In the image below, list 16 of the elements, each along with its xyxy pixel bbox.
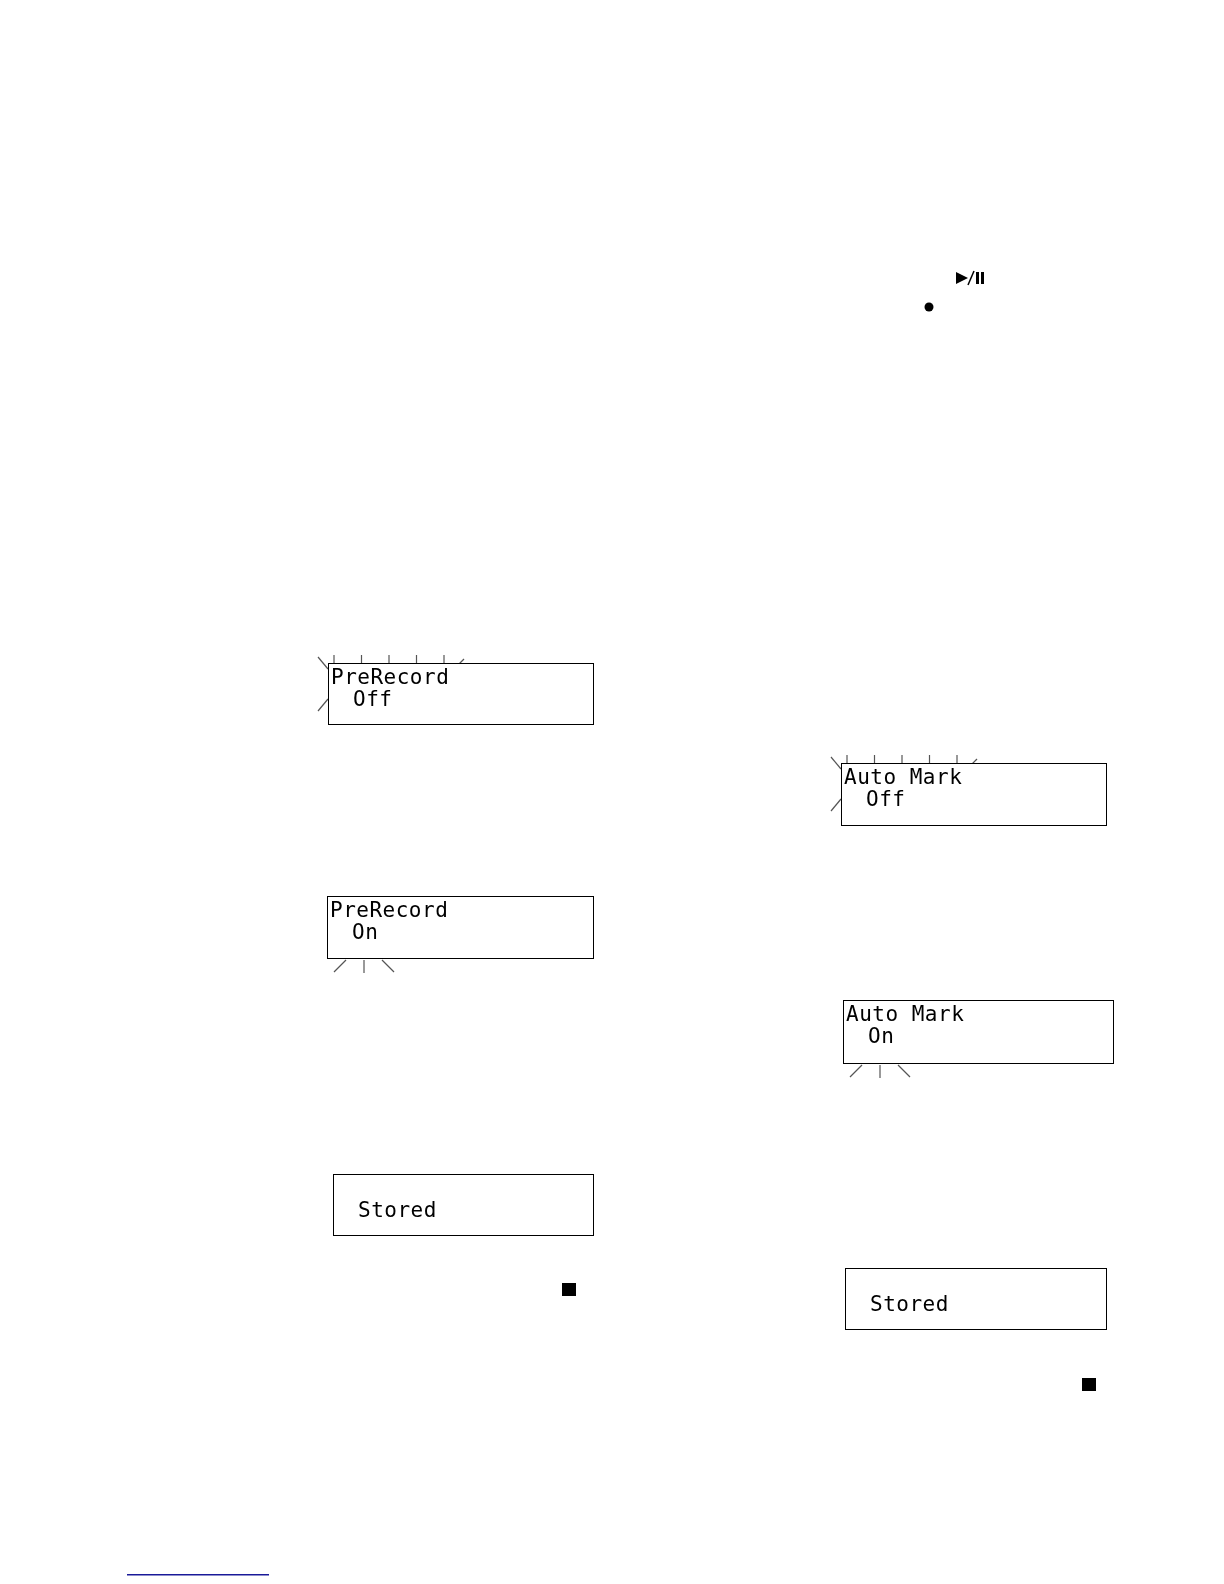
lcd-display — [841, 763, 1107, 826]
display-text: PreRecord — [331, 666, 450, 688]
display-text: PreRecord — [330, 899, 449, 921]
lcd-display — [845, 1268, 1107, 1330]
display-text: Stored — [358, 1199, 437, 1221]
display-text: Off — [353, 688, 393, 710]
display-text: On — [352, 921, 379, 943]
display-text: Stored — [870, 1293, 949, 1315]
display-text: Off — [866, 788, 906, 810]
lcd-display — [843, 1000, 1114, 1064]
lcd-display — [333, 1174, 594, 1236]
lcd-display — [328, 663, 594, 725]
display-text: Auto Mark — [846, 1003, 965, 1025]
display-text: Auto Mark — [844, 766, 963, 788]
display-text: On — [868, 1025, 895, 1047]
lcd-display — [327, 896, 594, 959]
